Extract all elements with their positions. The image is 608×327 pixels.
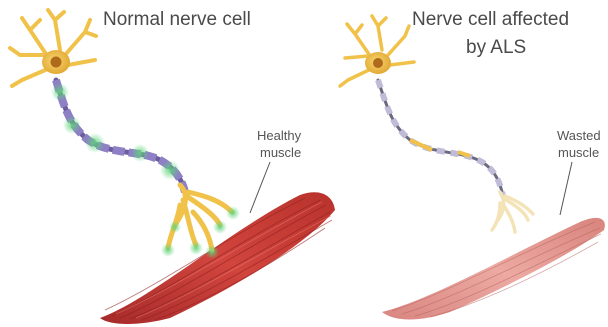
als-neuron-body xyxy=(340,16,414,86)
normal-neuron-body xyxy=(10,10,96,86)
wasted-muscle-label-line2: muscle xyxy=(558,145,599,160)
wasted-muscle-label-line1: Wasted xyxy=(557,128,601,143)
healthy-muscle-label-line1: Healthy xyxy=(257,128,301,143)
healthy-muscle-label-line2: muscle xyxy=(260,145,301,160)
normal-axon xyxy=(51,80,185,192)
als-panel-title-line2: by ALS xyxy=(466,37,526,59)
healthy-muscle-pointer xyxy=(250,162,270,213)
als-axon-terminal xyxy=(492,192,533,232)
healthy-muscle xyxy=(100,192,335,324)
als-axon xyxy=(378,80,503,196)
als-panel-title-line1: Nerve cell affected xyxy=(412,9,569,31)
normal-panel-title: Normal nerve cell xyxy=(103,9,251,31)
wasted-muscle-pointer xyxy=(560,162,572,215)
wasted-muscle xyxy=(382,218,605,320)
